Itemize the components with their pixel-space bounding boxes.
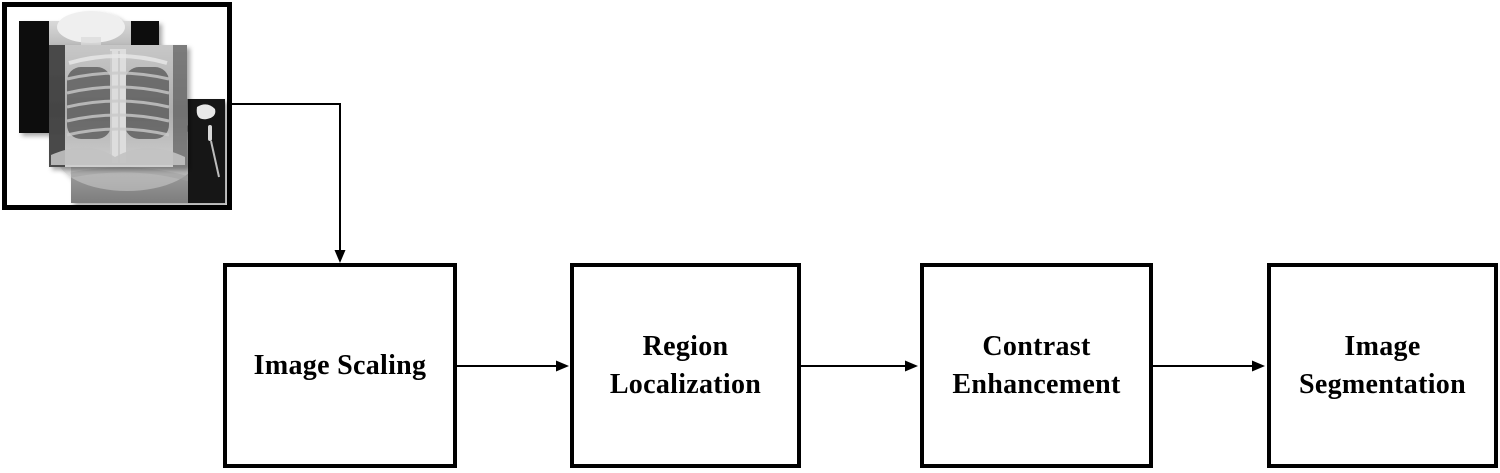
node-image-scaling: Image Scaling: [223, 263, 457, 468]
node-label: Image Scaling: [253, 349, 427, 381]
node-region-localization: Region Localization: [570, 263, 801, 468]
arrow-enhancement-to-segmentation: [1153, 360, 1265, 372]
node-label-line1: Region: [642, 330, 729, 362]
node-image-segmentation: Image Segmentation: [1267, 263, 1498, 468]
node-contrast-enhancement: Contrast Enhancement: [920, 263, 1153, 468]
node-label-line1: Contrast: [982, 330, 1091, 362]
arrow-localization-to-enhancement: [801, 360, 918, 372]
arrow-scaling-to-localization: [457, 360, 569, 372]
arrow-input-to-image-scaling: [232, 103, 346, 263]
node-label-line2: Localization: [609, 368, 762, 400]
xray-image-chest: [49, 45, 187, 167]
node-label-line2: Enhancement: [952, 368, 1121, 400]
node-label-line2: Segmentation: [1299, 368, 1466, 400]
xray-image-stack: [2, 2, 232, 210]
node-label-line1: Image: [1344, 330, 1421, 362]
